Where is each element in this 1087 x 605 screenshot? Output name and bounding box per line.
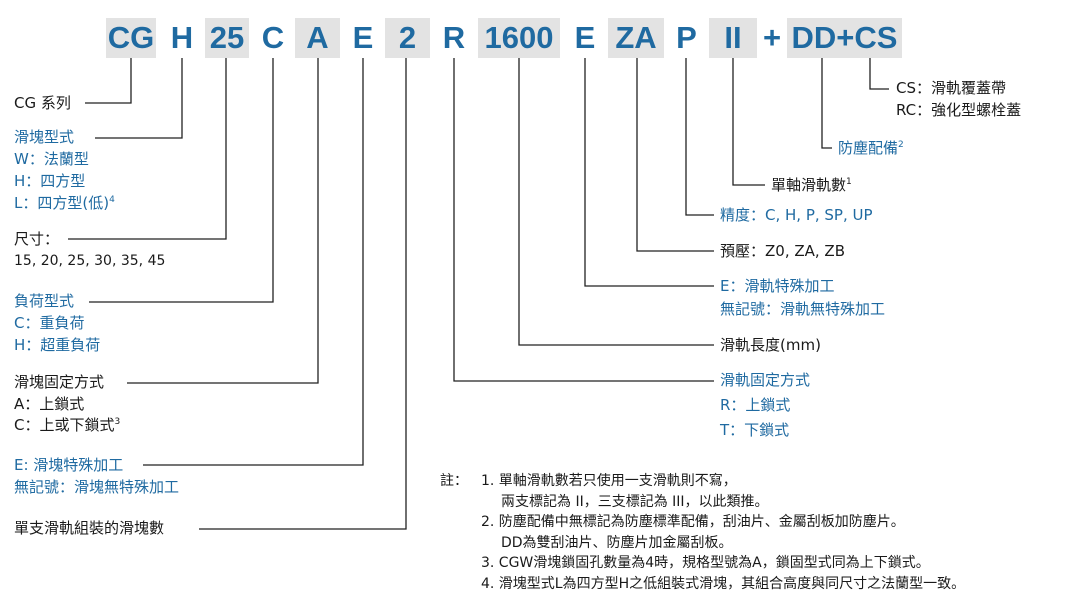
code-seg-plus: + [762,20,782,55]
code-seg-rail-length: 1600 [478,18,560,58]
note-1-line-2: 兩支標記為 II，三支標記為 III，以此類推。 [501,493,769,510]
code-seg-block-special: E [352,20,374,55]
label-rail-mount-r: R：上鎖式 [720,396,791,414]
leader-rails-per-axis [732,58,765,186]
leader-load-type [89,58,274,303]
label-cover-rc: RC：強化型螺栓蓋 [896,101,1022,119]
label-accuracy: 精度：C, H, P, SP, UP [720,206,873,224]
leader-rail-length [518,58,714,346]
label-block-special-e: E: 滑塊特殊加工 [14,456,124,474]
label-block-type-h: H：四方型 [14,172,86,190]
label-rail-special-none: 無記號：滑軌無特殊加工 [720,300,886,318]
code-seg-blocks-per-rail: 2 [385,18,430,58]
label-load-type-c: C：重負荷 [14,314,85,332]
label-preload: 預壓：Z0, ZA, ZB [720,242,845,260]
label-rail-special-e: E：滑軌特殊加工 [720,277,835,295]
note-2-line-1: 2. 防塵配備中無標記為防塵標準配備，刮油片、金屬刮板加防塵片。 [481,514,905,530]
leader-rail-mount [453,58,714,382]
notes-prefix: 註： [440,473,468,489]
label-size-values: 15, 20, 25, 30, 35, 45 [14,253,166,269]
code-seg-dust-cover: DD+CS [787,18,902,58]
code-seg-load-type: C [261,20,285,55]
leader-accuracy [685,58,714,216]
label-rail-mount-title: 滑軌固定方式 [720,371,811,389]
label-blocks-per-rail: 單支滑軌組裝的滑塊數 [14,519,165,537]
code-seg-rail-mount: R [442,20,466,55]
code-seg-block-mount: A [295,18,340,58]
note-4: 4. 滑塊型式L為四方型H之低組裝式滑塊，其組合高度與同尺寸之法蘭型一致。 [481,575,966,592]
label-block-special-none: 無記號：滑塊無特殊加工 [14,478,180,496]
label-rail-mount-t: T：下鎖式 [720,421,790,439]
label-rails-per-axis: 單軸滑軌數1 [771,176,852,194]
code-seg-rail-special: E [574,20,596,55]
code-seg-series: CG [106,18,156,58]
label-block-mount-c: C：上或下鎖式3 [14,416,121,434]
note-2-line-2: DD為雙刮油片、防塵片加金屬刮板。 [501,534,733,551]
leader-rail-special [584,58,714,287]
note-1-line-1: 1. 單軸滑軌數若只使用一支滑軌則不寫， [481,473,737,489]
leader-cover [869,58,889,90]
label-dust: 防塵配備2 [838,139,904,157]
leader-block-mount [127,58,319,384]
code-seg-accuracy: P [676,20,697,55]
leader-cg [85,58,132,104]
label-series: CG 系列 [14,94,71,112]
code-seg-size: 25 [205,18,249,58]
leader-blocks-per-rail [199,58,407,530]
label-rail-length: 滑軌長度(mm) [720,336,821,354]
leader-block-special [143,58,364,466]
label-block-type-l: L：四方型(低)4 [14,194,115,212]
label-block-mount-a: A：上鎖式 [14,395,85,413]
note-3: 3. CGW滑塊鎖固孔數量為4時，規格型號為A，鎖固型式同為上下鎖式。 [481,555,930,571]
label-cover-cs: CS：滑軌覆蓋帶 [896,79,1006,97]
leader-dust [821,58,832,149]
label-load-type-h: H：超重負荷 [14,336,101,354]
code-seg-rails-per-axis: II [709,18,757,58]
label-block-type-title: 滑塊型式 [14,128,75,146]
label-size-title: 尺寸： [14,230,60,248]
label-block-type-w: W：法蘭型 [14,150,89,168]
leader-size [68,58,227,240]
label-block-mount-title: 滑塊固定方式 [14,373,105,391]
leader-block-type [95,58,183,139]
label-load-type-title: 負荷型式 [14,292,75,310]
leader-preload [636,58,714,252]
code-seg-preload: ZA [608,18,664,58]
code-seg-block-type: H [170,20,194,55]
